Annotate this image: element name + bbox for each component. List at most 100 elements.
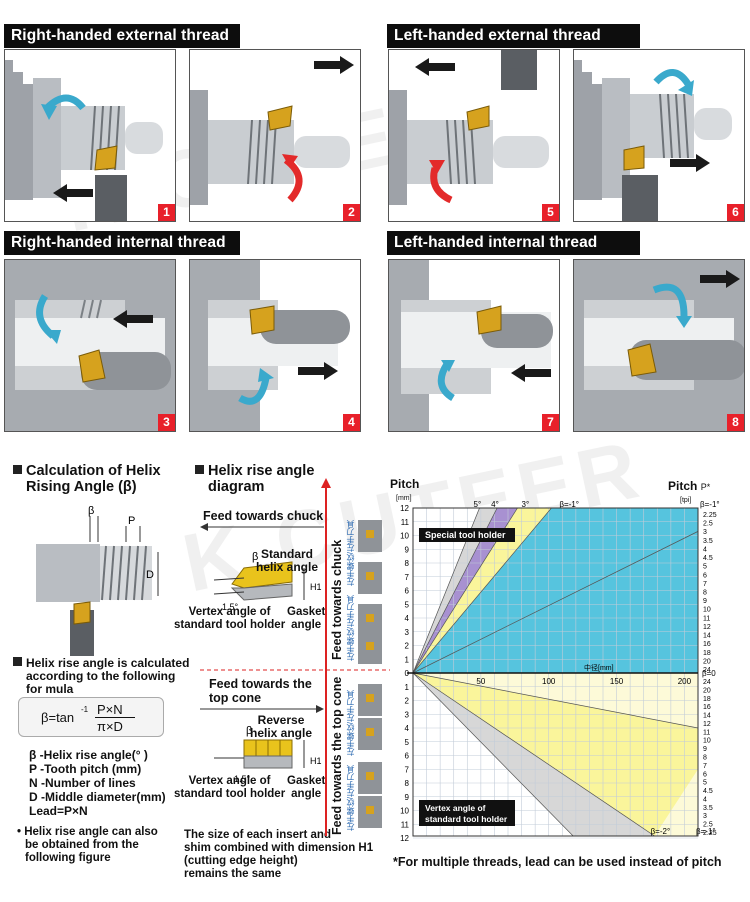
angle-line <box>412 672 699 729</box>
bullet-square-icon <box>13 465 22 474</box>
cn-label-bottom2: 左手螺纹/左手刀具 <box>346 765 355 832</box>
y-right-tick-label: 7 <box>703 581 707 588</box>
y-tick-label: 4 <box>405 724 410 733</box>
bullet-square-icon <box>195 465 204 474</box>
standard-insert-diagram: β 1.5° H1 <box>213 551 322 612</box>
pitch-left-title: Pitch <box>390 477 420 491</box>
y-right-tick-label: 20 <box>703 687 711 694</box>
header-lh-ext: Left-handed external thread <box>387 24 640 48</box>
panel-number-badge: 3 <box>158 414 175 431</box>
cn-label-bottom: 左手螺纹/左手刀具 <box>346 690 355 757</box>
divider-red-dashed <box>200 669 390 671</box>
angle-label: β=0 <box>702 669 716 678</box>
y-tick-label: 12 <box>400 834 409 843</box>
y-tick-label: 7 <box>405 573 410 582</box>
y-tick-label: 2 <box>405 697 410 706</box>
thread-dimension-diagram: β P D <box>36 506 159 656</box>
angle-label: 3° <box>522 500 530 509</box>
feed-axis-arrow <box>321 478 331 836</box>
y-tick-label: 5 <box>405 738 410 747</box>
y-right-tick-label: 7 <box>703 763 707 770</box>
vertex-label-line1: Vertex angle of <box>425 803 486 813</box>
cn-label-top2: 左手螺纹/左手刀具 <box>346 595 355 662</box>
y-right-tick-label: 18 <box>703 696 711 703</box>
cn-label-top: 左手螺纹/左手刀具 <box>346 520 355 587</box>
panel-2: 2 <box>189 49 361 222</box>
degree-label: 1.5° <box>222 602 239 612</box>
lh-internal-illustration <box>574 260 744 431</box>
y-right-tick-label: 3.5 <box>703 538 713 545</box>
arrow-right-icon <box>670 154 710 172</box>
y-tick-label: 4 <box>405 614 410 623</box>
x-tick-label: 50 <box>476 677 485 686</box>
arrow-right-icon <box>298 362 338 380</box>
rh-internal-illustration <box>5 260 175 431</box>
feed-chuck-label: Feed towards chuck <box>203 509 324 523</box>
panel-5: 5 <box>388 49 560 222</box>
h1-label: H1 <box>310 582 322 592</box>
y-right-tick-label: 20 <box>703 658 711 665</box>
y-right-tick-label: 16 <box>703 704 711 711</box>
vlabel-feed-chuck: Feed towards chuck <box>330 539 344 660</box>
reverse-insert-diagram: β 1.5° H1 <box>214 725 322 784</box>
angle-line <box>412 672 574 837</box>
h1-label: H1 <box>310 756 322 766</box>
y-right-tick-label: 6 <box>703 771 707 778</box>
arrow-left-icon <box>511 364 551 382</box>
arrow-right-icon <box>700 270 740 288</box>
chart-footnote: *For multiple threads, lead can be used … <box>393 855 722 869</box>
y-tick-label: 6 <box>405 587 410 596</box>
vertex-label-line2: standard tool holder <box>425 814 508 824</box>
header-lh-int: Left-handed internal thread <box>387 231 640 255</box>
angle-label: β=-1° <box>559 500 579 509</box>
y-right-tick-label: 14 <box>703 633 711 640</box>
y-right-tick-label: 4 <box>703 796 707 803</box>
rh-external-illustration <box>190 90 350 205</box>
panel-number-badge: 6 <box>727 204 744 221</box>
panel-number-badge: 5 <box>542 204 559 221</box>
header-rh-ext: Right-handed external thread <box>4 24 240 48</box>
y-right-tick-label: 24 <box>703 667 711 674</box>
d-label: D <box>146 569 154 581</box>
vertex-label-bg <box>419 800 515 826</box>
y-tick-label: 2 <box>405 642 410 651</box>
calc-title: Calculation of Helix Rising Angle (β) <box>13 463 161 495</box>
panel-8: 8 <box>573 259 745 432</box>
calc-note: Helix rise angle is calculated according… <box>13 657 189 696</box>
angle-line <box>412 531 699 674</box>
y-right-tick-label: 12 <box>703 624 711 631</box>
angle-label: β=-1° <box>700 500 720 509</box>
pitch-right-title: Pitch P* <box>668 479 711 493</box>
y-right-tick-label: 11 <box>703 615 710 622</box>
y-right-tick-label: 14 <box>703 713 711 720</box>
y-tick-label: 8 <box>405 559 410 568</box>
panel-6: 6 <box>573 49 745 222</box>
y-right-tick-label: 11 <box>703 729 710 736</box>
helix-formula: β=tan -1 P×N π×D <box>18 697 164 737</box>
fraction-bar <box>95 717 135 718</box>
y-tick-label: 5 <box>405 600 410 609</box>
insert-size-note: The size of each insert and shim combine… <box>184 829 374 880</box>
y-right-tick-label: 8 <box>703 755 707 762</box>
arrow-right-icon <box>200 705 324 713</box>
panel-number-badge: 7 <box>542 414 559 431</box>
angle-line <box>412 507 552 674</box>
arrow-right-icon <box>314 56 354 74</box>
y-right-tick-label: 4.5 <box>703 788 713 795</box>
angle-label: 4° <box>491 500 499 509</box>
angle-label: β=-2° <box>651 827 671 836</box>
beta-label: β <box>246 725 252 737</box>
x-tick-label: 150 <box>610 677 624 686</box>
tool-holder-strip <box>358 520 382 828</box>
y-right-tick-label: 9 <box>703 598 707 605</box>
y-right-tick-label: 24 <box>703 679 711 686</box>
y-tick-label: 3 <box>405 710 410 719</box>
y-right-tick-label: 18 <box>703 650 711 657</box>
helix-angle-chart: 5°4°3°β=-1°β=-1°β=0β=-2°β=-1°12111098765… <box>400 500 720 843</box>
x-tick-label: 100 <box>542 677 556 686</box>
